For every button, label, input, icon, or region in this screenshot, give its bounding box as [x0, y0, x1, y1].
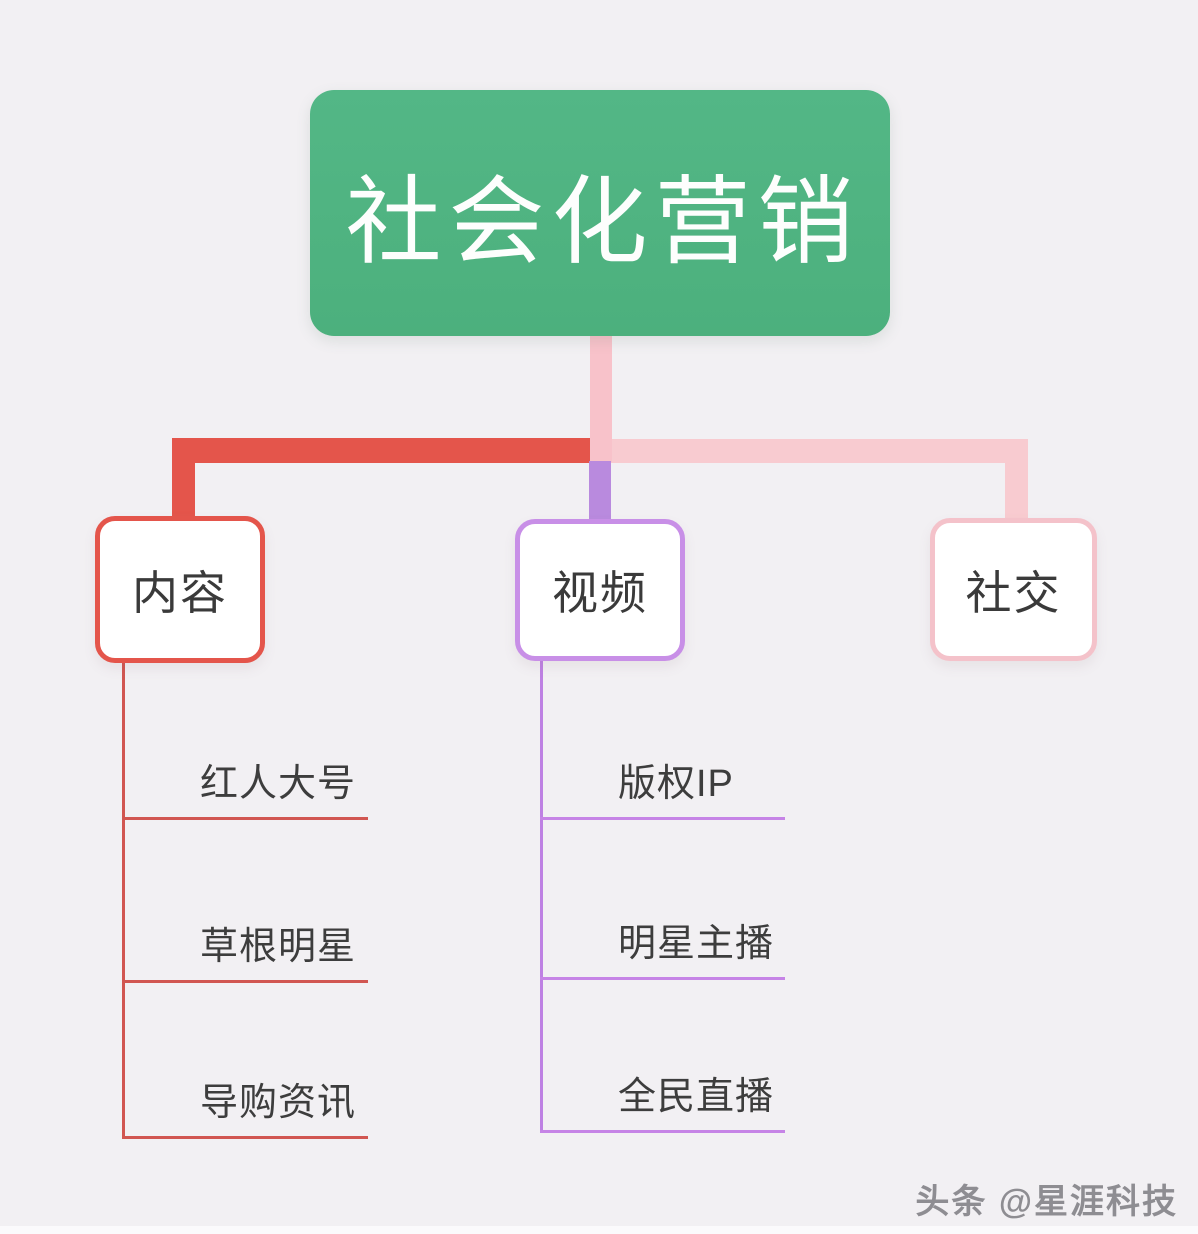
leaf-node-content-3[interactable]: 导购资讯 — [122, 1083, 368, 1139]
root-node[interactable]: 社会化营销 — [310, 90, 890, 336]
leaf-label: 草根明星 — [200, 926, 357, 968]
leaf-node-video-1[interactable]: 版权IP — [540, 764, 785, 820]
leaf-underline — [122, 1136, 368, 1139]
leaf-underline — [540, 817, 785, 820]
leaf-node-video-2[interactable]: 明星主播 — [540, 924, 785, 980]
spine-content-children — [122, 661, 125, 1139]
leaf-label: 版权IP — [618, 763, 734, 805]
branch-content-label: 内容 — [132, 566, 228, 619]
branch-social-label: 社交 — [965, 566, 1062, 619]
leaf-underline — [540, 1130, 785, 1133]
leaf-node-content-1[interactable]: 红人大号 — [122, 764, 368, 820]
leaf-underline — [122, 817, 368, 820]
branch-node-social[interactable]: 社交 — [930, 518, 1097, 661]
connector-social-vertical — [1005, 439, 1028, 522]
connector-content-horizontal — [172, 438, 592, 463]
connector-content-vertical — [172, 438, 195, 520]
watermark: 头条 @星涯科技 — [915, 1183, 1178, 1221]
branch-node-content[interactable]: 内容 — [95, 516, 265, 663]
branch-video-label: 视频 — [552, 567, 648, 619]
connector-root-stem — [590, 333, 612, 462]
leaf-label: 全民直播 — [618, 1076, 775, 1118]
connector-social-horizontal — [591, 439, 1028, 463]
leaf-label: 红人大号 — [200, 763, 357, 805]
branch-node-video[interactable]: 视频 — [515, 519, 685, 661]
leaf-label: 导购资讯 — [200, 1082, 357, 1124]
spine-video-children — [540, 660, 543, 1133]
leaf-node-content-2[interactable]: 草根明星 — [122, 927, 368, 983]
leaf-underline — [122, 980, 368, 983]
leaf-node-video-3[interactable]: 全民直播 — [540, 1077, 785, 1133]
leaf-label: 明星主播 — [618, 923, 775, 965]
leaf-underline — [540, 977, 785, 980]
connector-video-vertical — [589, 461, 611, 523]
root-node-label: 社会化营销 — [345, 168, 861, 276]
